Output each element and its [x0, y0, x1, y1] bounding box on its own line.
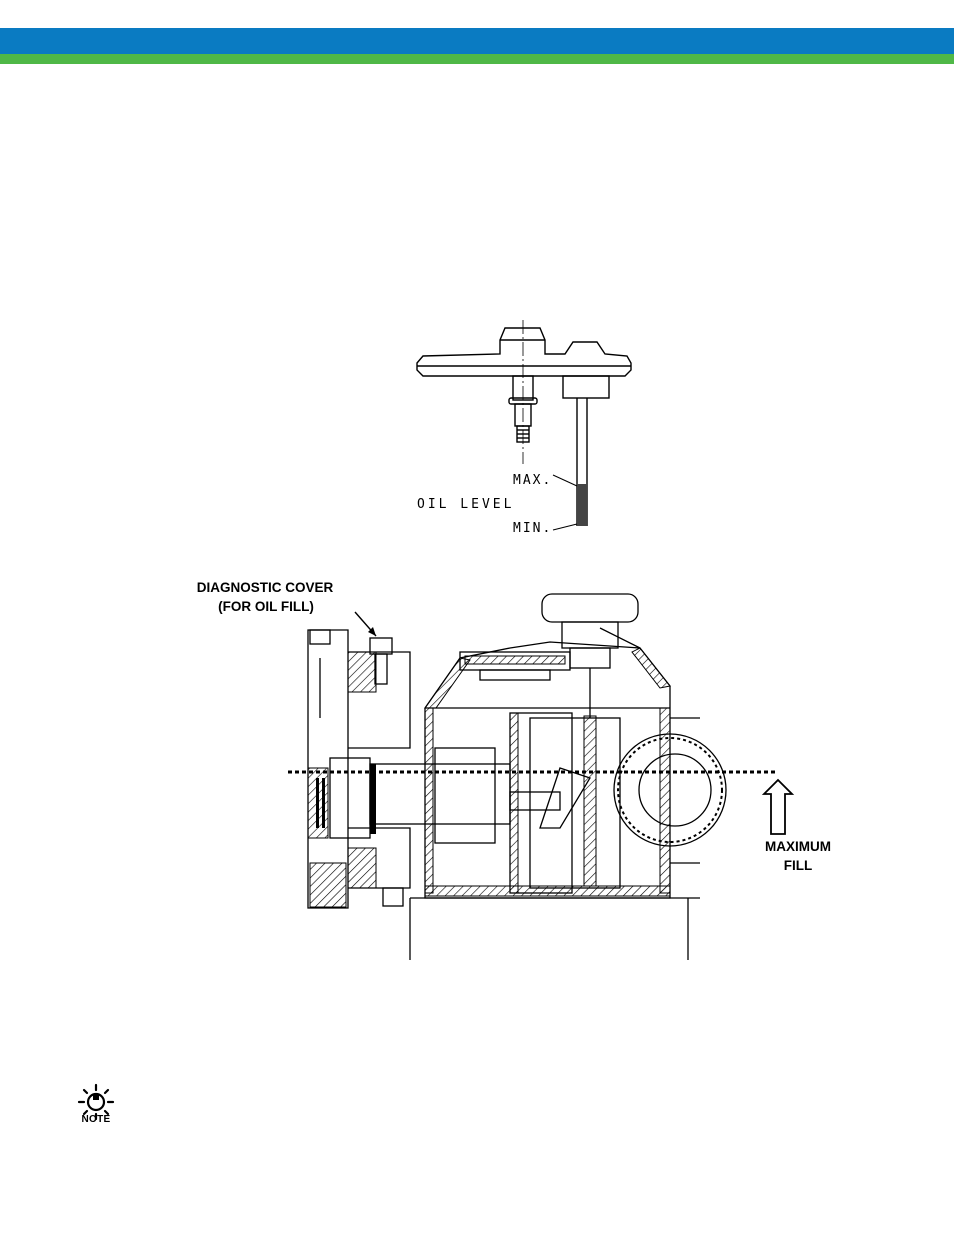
fill-line2: FILL	[784, 858, 813, 873]
max-label: MAX.	[513, 473, 552, 488]
callout-line2: (FOR OIL FILL)	[218, 599, 314, 614]
dipstick-diagram: MAX. OIL LEVEL MIN.	[416, 320, 632, 536]
header-green-band	[0, 54, 954, 64]
fill-line1: MAXIMUM	[765, 839, 831, 854]
oil-level-label: OIL LEVEL	[417, 497, 514, 512]
header-blue-band	[0, 28, 954, 54]
lightbulb-icon	[77, 1083, 115, 1121]
min-label: MIN.	[513, 521, 552, 536]
gearbox-cross-section: DIAGNOSTIC COVER (FOR OIL FILL)	[197, 580, 831, 960]
note-label: NOTE	[81, 1114, 111, 1125]
callout-line1: DIAGNOSTIC COVER	[197, 580, 334, 595]
